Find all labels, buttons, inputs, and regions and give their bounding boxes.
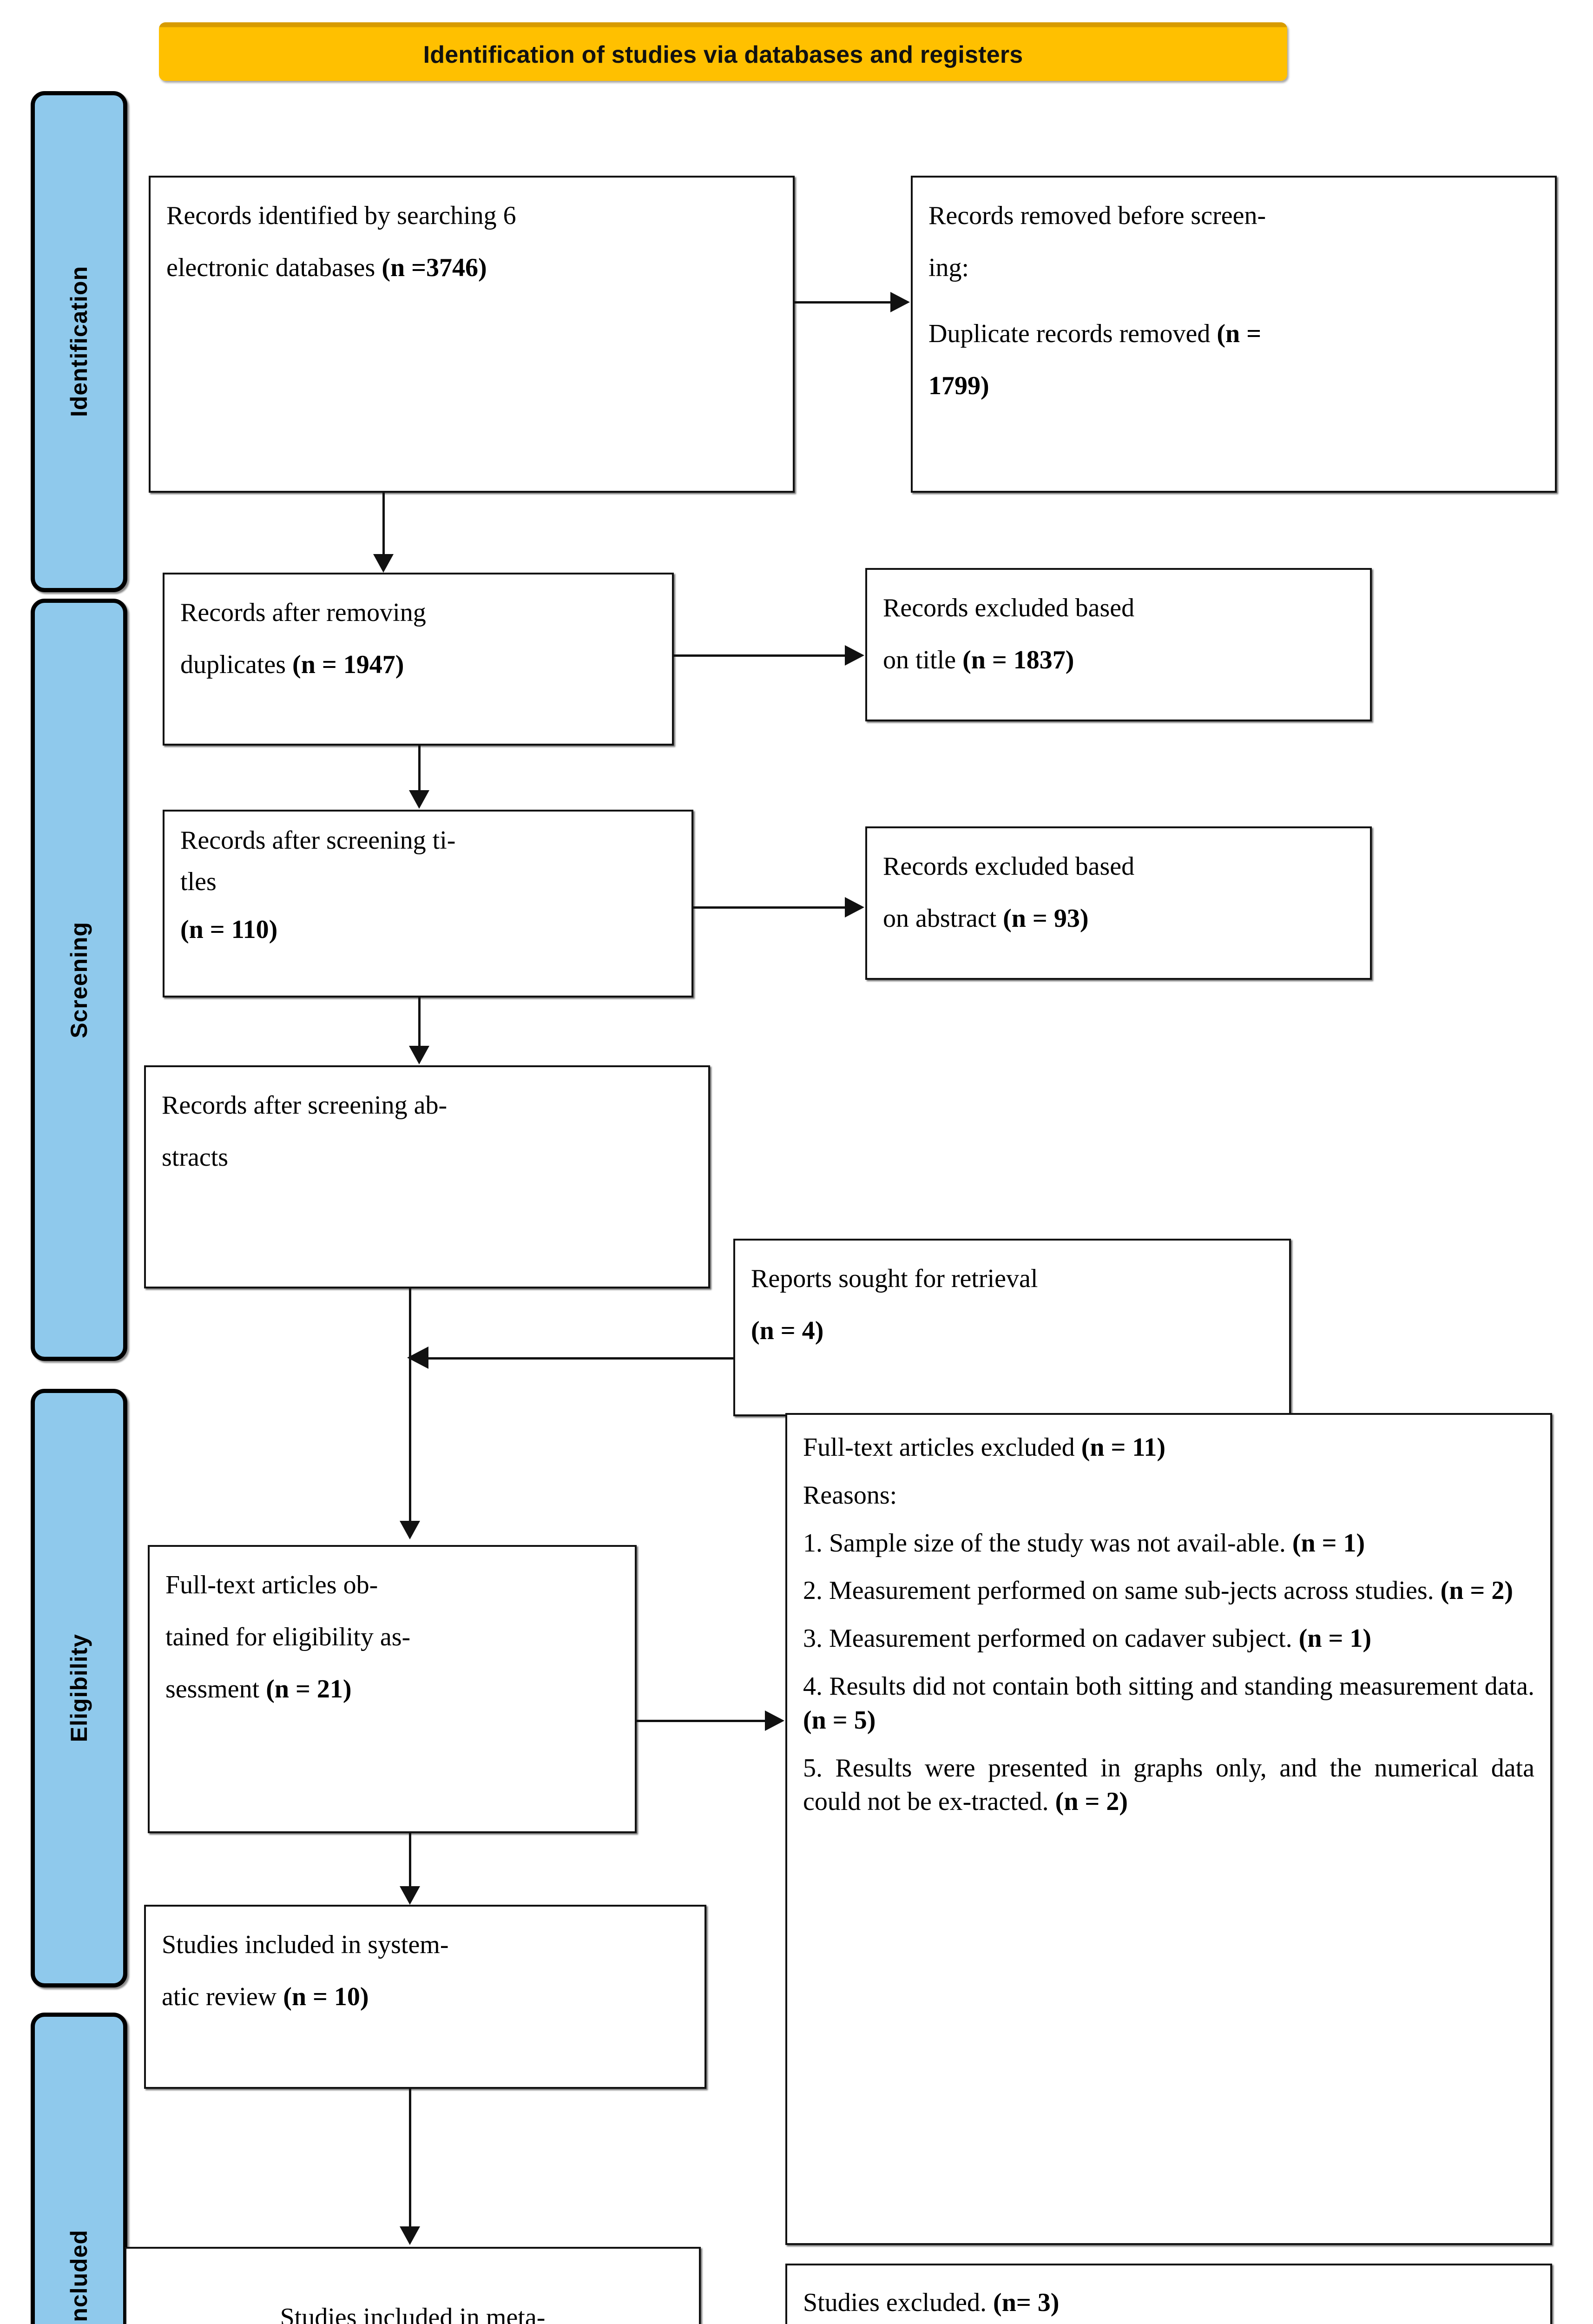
exclusion-reason-3: 3. Measurement performed on cadaver subj… bbox=[803, 1624, 1299, 1653]
box-after-screening-abstracts: Records after screening ab- stracts bbox=[144, 1065, 710, 1288]
connector-fulltext-to-excluded bbox=[637, 1720, 768, 1722]
exclusion-reason-5: 5. Results were presented in graphs only… bbox=[803, 1753, 1534, 1816]
box-fulltext-excluded: Full-text articles excluded (n = 11) Rea… bbox=[785, 1413, 1552, 2245]
exclusion-reason-1-count: (n = 1) bbox=[1292, 1528, 1365, 1558]
connector-identified-down bbox=[382, 493, 385, 561]
stage-pill-included: Included bbox=[31, 2013, 127, 2324]
after-duplicates-count: (n = 1947) bbox=[292, 650, 404, 679]
after-abstracts-line1: Records after screening ab- bbox=[162, 1091, 448, 1120]
duplicates-removed-label: Duplicate records removed bbox=[928, 319, 1217, 348]
duplicates-removed-count-a: (n = bbox=[1217, 319, 1262, 348]
arrowhead-reports-to-spine bbox=[407, 1347, 428, 1369]
records-removed-line1: Records removed before screen- bbox=[928, 201, 1266, 230]
records-identified-line1: Records identified by searching 6 bbox=[166, 201, 516, 230]
stage-pill-identification: Identification bbox=[31, 91, 127, 592]
reports-sought-line1: Reports sought for retrieval bbox=[751, 1264, 1038, 1293]
records-identified-count: (n =3746) bbox=[382, 253, 487, 282]
included-meta-line1: Studies included in meta- bbox=[280, 2303, 546, 2324]
exclusion-reason-2: 2. Measurement performed on same sub-jec… bbox=[803, 1576, 1441, 1605]
connector-dup-to-excluded-title bbox=[674, 654, 847, 657]
connector-identified-to-removed bbox=[795, 301, 892, 304]
arrowhead-systematic-down bbox=[400, 2226, 420, 2245]
included-systematic-line2: atic review bbox=[162, 1982, 283, 2011]
connector-abstracts-down bbox=[409, 1288, 411, 1528]
stage-pill-eligibility: Eligibility bbox=[31, 1389, 127, 1987]
box-reports-sought: Reports sought for retrieval (n = 4) bbox=[733, 1239, 1291, 1416]
reports-sought-count: (n = 4) bbox=[751, 1316, 824, 1345]
excluded-abstract-line1: Records excluded based bbox=[883, 852, 1135, 881]
after-abstracts-line2: stracts bbox=[162, 1143, 229, 1172]
after-titles-line2: tles bbox=[180, 867, 217, 896]
included-systematic-count: (n = 10) bbox=[283, 1982, 369, 2011]
duplicates-removed-count-b: 1799) bbox=[928, 371, 989, 400]
connector-systematic-down bbox=[409, 2089, 411, 2233]
box-records-removed: Records removed before screen- ing: Dupl… bbox=[911, 176, 1557, 493]
connector-titles-down bbox=[418, 997, 421, 1053]
diagram-header-banner: Identification of studies via databases … bbox=[159, 22, 1287, 81]
box-excluded-title: Records excluded based on title (n = 183… bbox=[865, 568, 1372, 721]
connector-reports-to-spine bbox=[428, 1357, 734, 1360]
after-duplicates-line1: Records after removing bbox=[180, 598, 426, 627]
box-records-identified: Records identified by searching 6 electr… bbox=[149, 176, 795, 493]
fulltext-obtained-count: (n = 21) bbox=[266, 1675, 352, 1703]
arrowhead-fulltext-to-excluded bbox=[765, 1710, 784, 1731]
excluded-title-count: (n = 1837) bbox=[962, 646, 1074, 674]
included-systematic-line1: Studies included in system- bbox=[162, 1930, 449, 1959]
box-fulltext-obtained: Full-text articles ob- tained for eligib… bbox=[148, 1545, 637, 1833]
excluded-title-line2: on title bbox=[883, 646, 963, 674]
arrowhead-identified-to-removed bbox=[890, 292, 910, 312]
connector-titles-to-excluded-abstract bbox=[693, 906, 847, 909]
exclusion-reason-3-count: (n = 1) bbox=[1298, 1624, 1372, 1653]
excluded-abstract-count: (n = 93) bbox=[1003, 904, 1089, 933]
records-identified-line2: electronic databases bbox=[166, 253, 382, 282]
connector-dup-down bbox=[418, 746, 421, 798]
stage-label-identification: Identification bbox=[66, 266, 92, 417]
box-included-systematic-review: Studies included in system- atic review … bbox=[144, 1905, 706, 2089]
box-excluded-abstract: Records excluded based on abstract (n = … bbox=[865, 826, 1372, 980]
arrowhead-dup-to-excluded-title bbox=[845, 645, 864, 666]
stage-label-included: Included bbox=[66, 2230, 92, 2324]
connector-fulltext-down bbox=[409, 1833, 411, 1894]
box-studies-excluded: Studies excluded. (n= 3) Reasons: 1. Inc… bbox=[785, 2264, 1552, 2324]
arrowhead-abstracts-down bbox=[400, 1521, 420, 1539]
exclusion-reason-4-count: (n = 5) bbox=[803, 1705, 876, 1735]
box-after-removing-duplicates: Records after removing duplicates (n = 1… bbox=[163, 573, 674, 746]
after-titles-count: (n = 110) bbox=[180, 915, 278, 944]
fulltext-excluded-heading: Full-text articles excluded bbox=[803, 1433, 1081, 1462]
after-duplicates-line2: duplicates bbox=[180, 650, 293, 679]
studies-excluded-count: (n= 3) bbox=[993, 2288, 1060, 2317]
exclusion-reason-1: 1. Sample size of the study was not avai… bbox=[803, 1528, 1292, 1558]
arrowhead-titles-to-excluded-abstract bbox=[845, 897, 864, 918]
exclusion-reason-4: 4. Results did not contain both sitting … bbox=[803, 1671, 1534, 1701]
studies-excluded-heading: Studies excluded. bbox=[803, 2288, 994, 2317]
after-titles-line1: Records after screening ti- bbox=[180, 826, 456, 855]
exclusion-reason-2-count: (n = 2) bbox=[1440, 1576, 1513, 1605]
stage-pill-screening: Screening bbox=[31, 599, 127, 1361]
stage-label-eligibility: Eligibility bbox=[66, 1634, 92, 1743]
banner-title: Identification of studies via databases … bbox=[423, 41, 1023, 68]
fulltext-excluded-count: (n = 11) bbox=[1081, 1433, 1165, 1462]
arrowhead-identified-down bbox=[373, 554, 394, 573]
exclusion-reason-5-count: (n = 2) bbox=[1055, 1787, 1128, 1816]
fulltext-obtained-line1: Full-text articles ob- bbox=[165, 1571, 378, 1599]
fulltext-obtained-line2: tained for eligibility as- bbox=[165, 1623, 411, 1651]
excluded-title-line1: Records excluded based bbox=[883, 594, 1135, 622]
arrowhead-dup-down bbox=[409, 790, 429, 809]
box-after-screening-titles: Records after screening ti- tles (n = 11… bbox=[163, 810, 693, 997]
excluded-abstract-line2: on abstract bbox=[883, 904, 1003, 933]
stage-label-screening: Screening bbox=[66, 921, 92, 1038]
arrowhead-fulltext-down bbox=[400, 1886, 420, 1905]
fulltext-excluded-reasons-label: Reasons: bbox=[803, 1480, 897, 1510]
box-included-meta-analysis: Studies included in meta- analysis (n=7) bbox=[125, 2247, 701, 2324]
fulltext-obtained-line3: sessment bbox=[165, 1675, 266, 1703]
records-removed-line2: ing: bbox=[928, 253, 969, 282]
arrowhead-titles-down bbox=[409, 1046, 429, 1064]
